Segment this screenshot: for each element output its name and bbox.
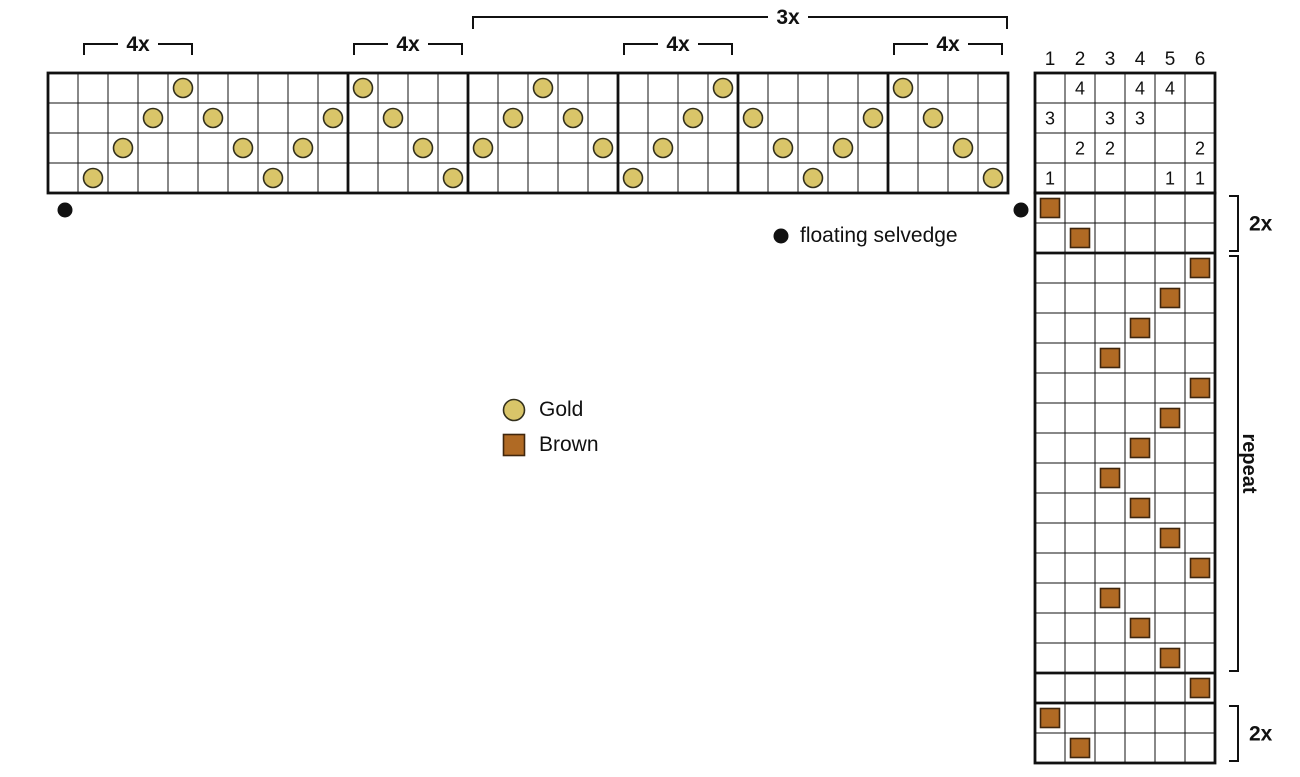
treadling-mark-brown-square — [1159, 527, 1181, 549]
treadle-header-number: 3 — [1105, 49, 1116, 70]
threading-mark-gold-circle — [832, 137, 854, 159]
treadling-mark-brown-square — [1129, 317, 1151, 339]
legend-brown-label: Brown — [539, 433, 599, 456]
tieup-shaft-number: 4 — [1165, 79, 1175, 99]
treadle-header-number: 6 — [1195, 49, 1206, 70]
treadling-mark-brown-square — [1129, 497, 1151, 519]
threading-mark-gold-circle — [922, 107, 944, 129]
treadling-bracket-bottom-hem-line — [1229, 705, 1239, 762]
legend-gold-label: Gold — [539, 398, 584, 421]
treadling-mark-brown-square — [1099, 587, 1121, 609]
threading-grid-border — [46, 71, 1010, 195]
treadling-mark-brown-square — [1159, 647, 1181, 669]
threading-mark-gold-circle — [982, 167, 1004, 189]
floating-selvedge-legend-dot — [773, 228, 789, 244]
threading-mark-gold-circle — [142, 107, 164, 129]
treadling-bracket-pattern-repeat-label: repeat — [1238, 433, 1260, 493]
threading-mark-gold-circle — [112, 137, 134, 159]
threading-mark-gold-circle — [262, 167, 284, 189]
threading-mark-gold-circle — [742, 107, 764, 129]
threading-mark-gold-circle — [472, 137, 494, 159]
threading-mark-gold-circle — [652, 137, 674, 159]
threading-mark-gold-circle — [592, 137, 614, 159]
threading-repeat-bracket-label: 4x — [936, 33, 960, 56]
tieup-shaft-number: 3 — [1045, 109, 1055, 129]
tieup-shaft-number: 2 — [1105, 139, 1115, 159]
threading-mark-gold-circle — [562, 107, 584, 129]
treadling-mark-brown-square — [1129, 617, 1151, 639]
threading-outer-bracket-label-bg — [768, 5, 808, 29]
treadle-header-number: 4 — [1135, 49, 1146, 70]
treadling-mark-brown-square — [1189, 257, 1211, 279]
threading-mark-gold-circle — [352, 77, 374, 99]
threading-mark-gold-circle — [502, 107, 524, 129]
threading-mark-gold-circle — [712, 77, 734, 99]
threading-repeat-bracket-label: 4x — [666, 33, 690, 56]
treadling-mark-brown-square — [1099, 467, 1121, 489]
treadling-bracket-top-hem-line — [1229, 195, 1239, 252]
treadle-header-number: 1 — [1045, 49, 1056, 70]
treadling-bracket-top-hem-label: 2x — [1249, 213, 1273, 236]
tieup-shaft-number: 4 — [1075, 79, 1085, 99]
threading-outer-bracket-line — [472, 16, 1008, 29]
threading-mark-gold-circle — [952, 137, 974, 159]
threading-repeat-bracket-label-bg — [928, 32, 968, 56]
legend-gold-swatch — [502, 398, 526, 422]
threading-repeat-bracket-label-bg — [388, 32, 428, 56]
threading-repeat-bracket-label: 4x — [396, 33, 420, 56]
threading-outer-bracket-label: 3x — [776, 6, 800, 29]
threading-mark-gold-circle — [172, 77, 194, 99]
threading-mark-gold-circle — [892, 77, 914, 99]
threading-mark-gold-circle — [802, 167, 824, 189]
treadling-mark-brown-square — [1069, 227, 1091, 249]
treadling-mark-brown-square — [1189, 377, 1211, 399]
treadling-mark-brown-square — [1159, 287, 1181, 309]
threading-mark-gold-circle — [862, 107, 884, 129]
tieup-shaft-number: 3 — [1105, 109, 1115, 129]
treadling-mark-brown-square — [1039, 707, 1061, 729]
threading-repeat-bracket-label-bg — [118, 32, 158, 56]
threading-repeat-bracket-label-bg — [658, 32, 698, 56]
threading-mark-gold-circle — [412, 137, 434, 159]
threading-mark-gold-circle — [772, 137, 794, 159]
threading-mark-gold-circle — [382, 107, 404, 129]
threading-mark-gold-circle — [622, 167, 644, 189]
threading-mark-gold-circle — [292, 137, 314, 159]
tieup-shaft-number: 4 — [1135, 79, 1145, 99]
treadling-bracket-bottom-hem-label: 2x — [1249, 723, 1273, 746]
treadling-mark-brown-square — [1069, 737, 1091, 759]
threading-mark-gold-circle — [442, 167, 464, 189]
treadling-mark-brown-square — [1189, 557, 1211, 579]
legend-brown-swatch — [502, 433, 526, 457]
floating-selvedge-label: floating selvedge — [800, 224, 958, 247]
threading-mark-gold-circle — [202, 107, 224, 129]
tieup-shaft-number: 3 — [1135, 109, 1145, 129]
tieup-shaft-number: 2 — [1195, 139, 1205, 159]
treadling-mark-brown-square — [1189, 677, 1211, 699]
treadling-mark-brown-square — [1099, 347, 1121, 369]
treadle-header-number: 2 — [1075, 49, 1086, 70]
threading-mark-gold-circle — [322, 107, 344, 129]
threading-mark-gold-circle — [232, 137, 254, 159]
tieup-shaft-number: 1 — [1045, 169, 1055, 189]
treadle-header-number: 5 — [1165, 49, 1176, 70]
tieup-shaft-number: 2 — [1075, 139, 1085, 159]
treadling-mark-brown-square — [1129, 437, 1151, 459]
treadling-grid-border — [1033, 191, 1217, 765]
threading-repeat-bracket-label: 4x — [126, 33, 150, 56]
floating-selvedge-dot-right — [1013, 202, 1029, 218]
threading-mark-gold-circle — [682, 107, 704, 129]
threading-mark-gold-circle — [82, 167, 104, 189]
treadling-mark-brown-square — [1039, 197, 1061, 219]
tieup-shaft-number: 1 — [1195, 169, 1205, 189]
treadling-bracket-pattern-repeat-line — [1229, 255, 1239, 672]
threading-mark-gold-circle — [532, 77, 554, 99]
tieup-shaft-number: 1 — [1165, 169, 1175, 189]
floating-selvedge-dot-left — [57, 202, 73, 218]
treadling-mark-brown-square — [1159, 407, 1181, 429]
